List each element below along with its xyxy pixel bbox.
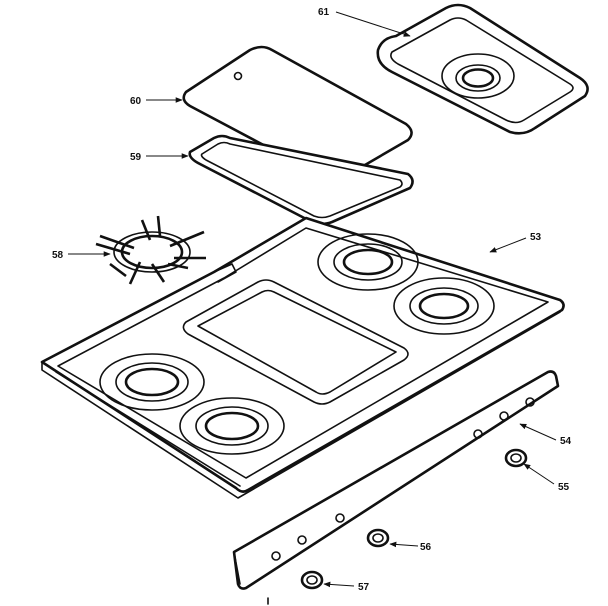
part-58-burner-grate [95, 215, 206, 285]
part-53-cooktop [40, 216, 565, 499]
part-60-cover-plate [182, 45, 413, 181]
leader-56 [389, 541, 419, 548]
part-56-knob [366, 528, 390, 548]
callout-56: 56 [420, 542, 432, 553]
callout-58: 58 [52, 250, 64, 261]
leader-53 [489, 237, 527, 253]
part-57-knob [300, 570, 324, 590]
callout-59: 59 [130, 152, 142, 163]
callout-54: 54 [560, 436, 572, 447]
callout-55: 55 [558, 482, 570, 493]
callout-61: 61 [318, 7, 330, 18]
part-54-control-panel [232, 370, 560, 590]
part-59-gasket-frame [188, 134, 414, 226]
part-61-drip-tray [376, 3, 589, 135]
leader-57 [323, 581, 355, 588]
callout-53: 53 [530, 232, 542, 243]
part-55-knob [504, 448, 528, 468]
callout-57: 57 [358, 582, 370, 593]
callout-60: 60 [130, 96, 142, 107]
leader-54 [519, 423, 557, 441]
leader-55 [523, 463, 555, 485]
leader-61 [335, 11, 411, 37]
